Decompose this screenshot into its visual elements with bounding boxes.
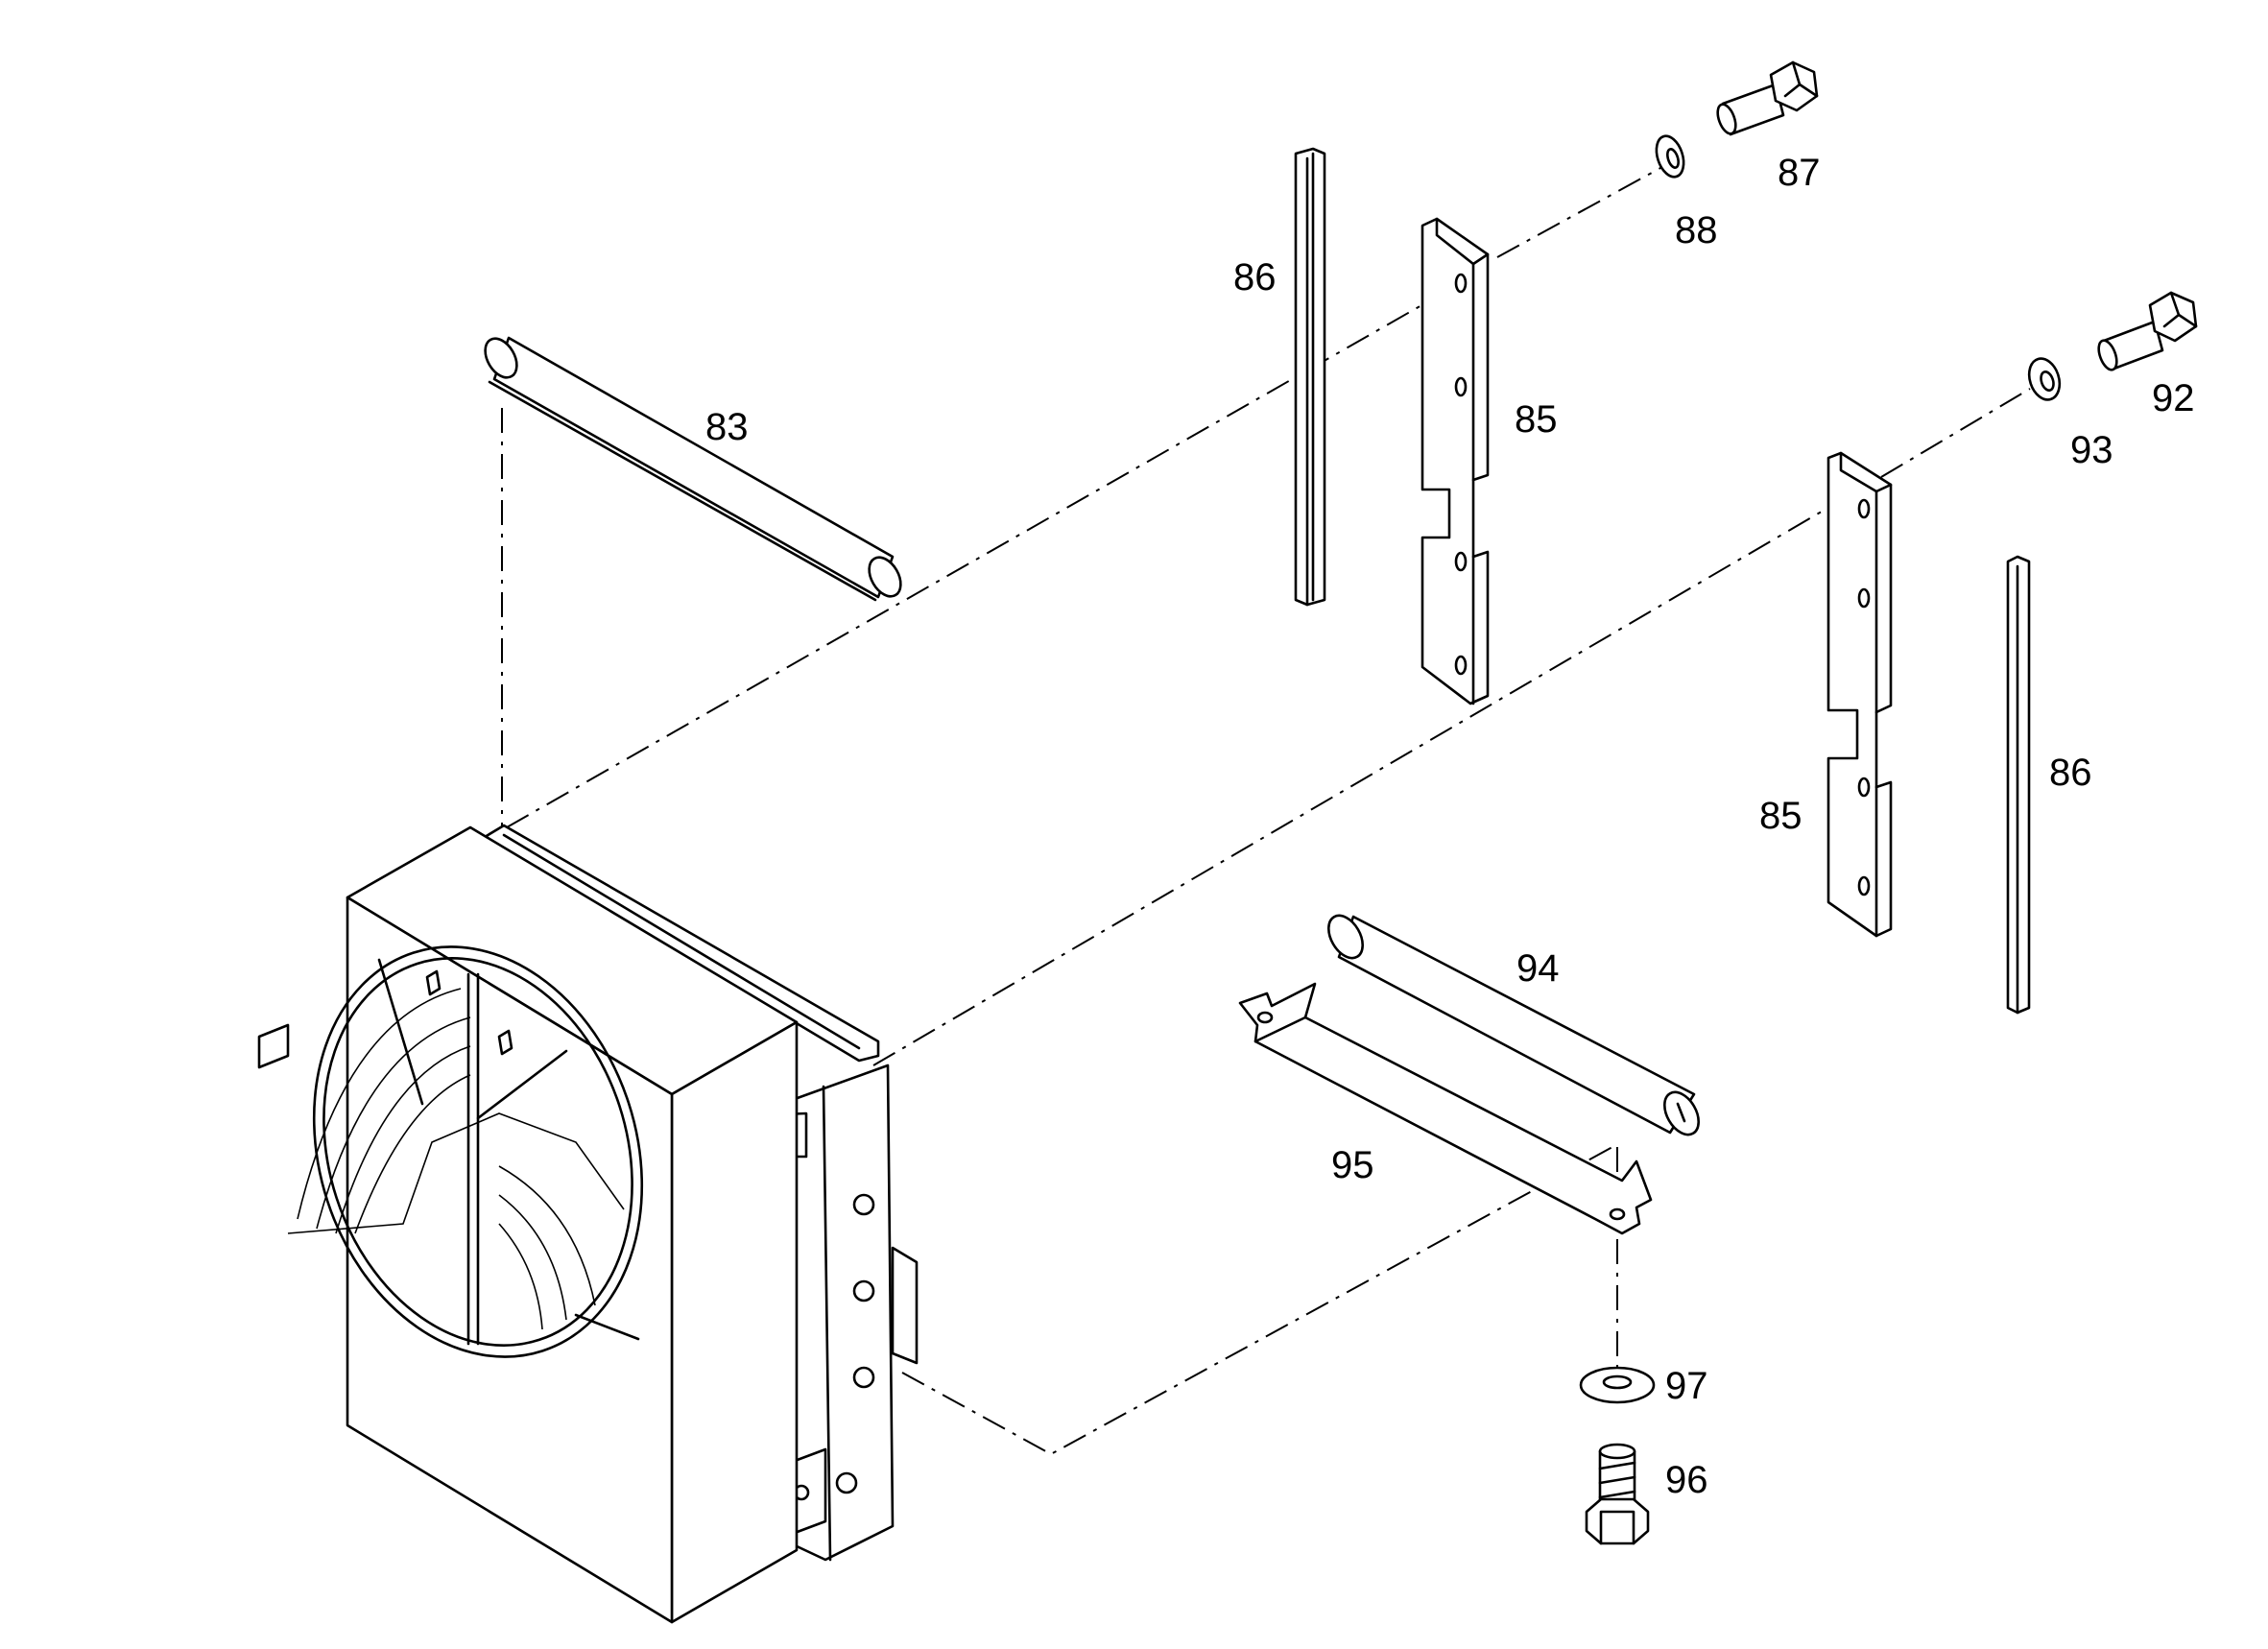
callout-96: 96 xyxy=(1665,1459,1708,1501)
part-86-seal-upper xyxy=(1294,147,1326,607)
callout-93: 93 xyxy=(2070,429,2113,471)
callout-95: 95 xyxy=(1331,1144,1374,1186)
part-97-washer xyxy=(1579,1366,1656,1404)
callout-97: 97 xyxy=(1665,1365,1708,1407)
callout-92: 92 xyxy=(2152,377,2195,419)
part-83-strip xyxy=(484,336,902,602)
assembly-lines xyxy=(501,155,2031,1456)
part-86-seal-lower xyxy=(2006,555,2031,1015)
callout-85-lower: 85 xyxy=(1759,795,1802,837)
part-94-bar xyxy=(1327,914,1700,1136)
part-92-bolt-right xyxy=(2097,291,2198,371)
part-87-bolt-upper xyxy=(1716,60,1819,136)
part-85-plate-upper xyxy=(1420,217,1490,705)
callout-86-lower: 86 xyxy=(2049,752,2092,794)
cooler-assembly xyxy=(257,824,919,1624)
callout-labels: 83 86 85 87 88 92 93 85 86 94 95 97 96 xyxy=(705,152,2195,1501)
part-85-plate-lower xyxy=(1826,451,1893,938)
callout-87: 87 xyxy=(1778,152,1821,194)
callout-94: 94 xyxy=(1516,947,1560,990)
callout-85-upper: 85 xyxy=(1515,398,1558,441)
part-95-plate xyxy=(1238,982,1653,1235)
part-96-bolt xyxy=(1585,1443,1650,1545)
callout-86-upper: 86 xyxy=(1233,256,1277,299)
callout-83: 83 xyxy=(705,406,749,448)
part-93-washer-right xyxy=(2027,357,2062,401)
callout-88: 88 xyxy=(1675,209,1718,251)
part-88-washer-upper xyxy=(1655,134,1685,179)
